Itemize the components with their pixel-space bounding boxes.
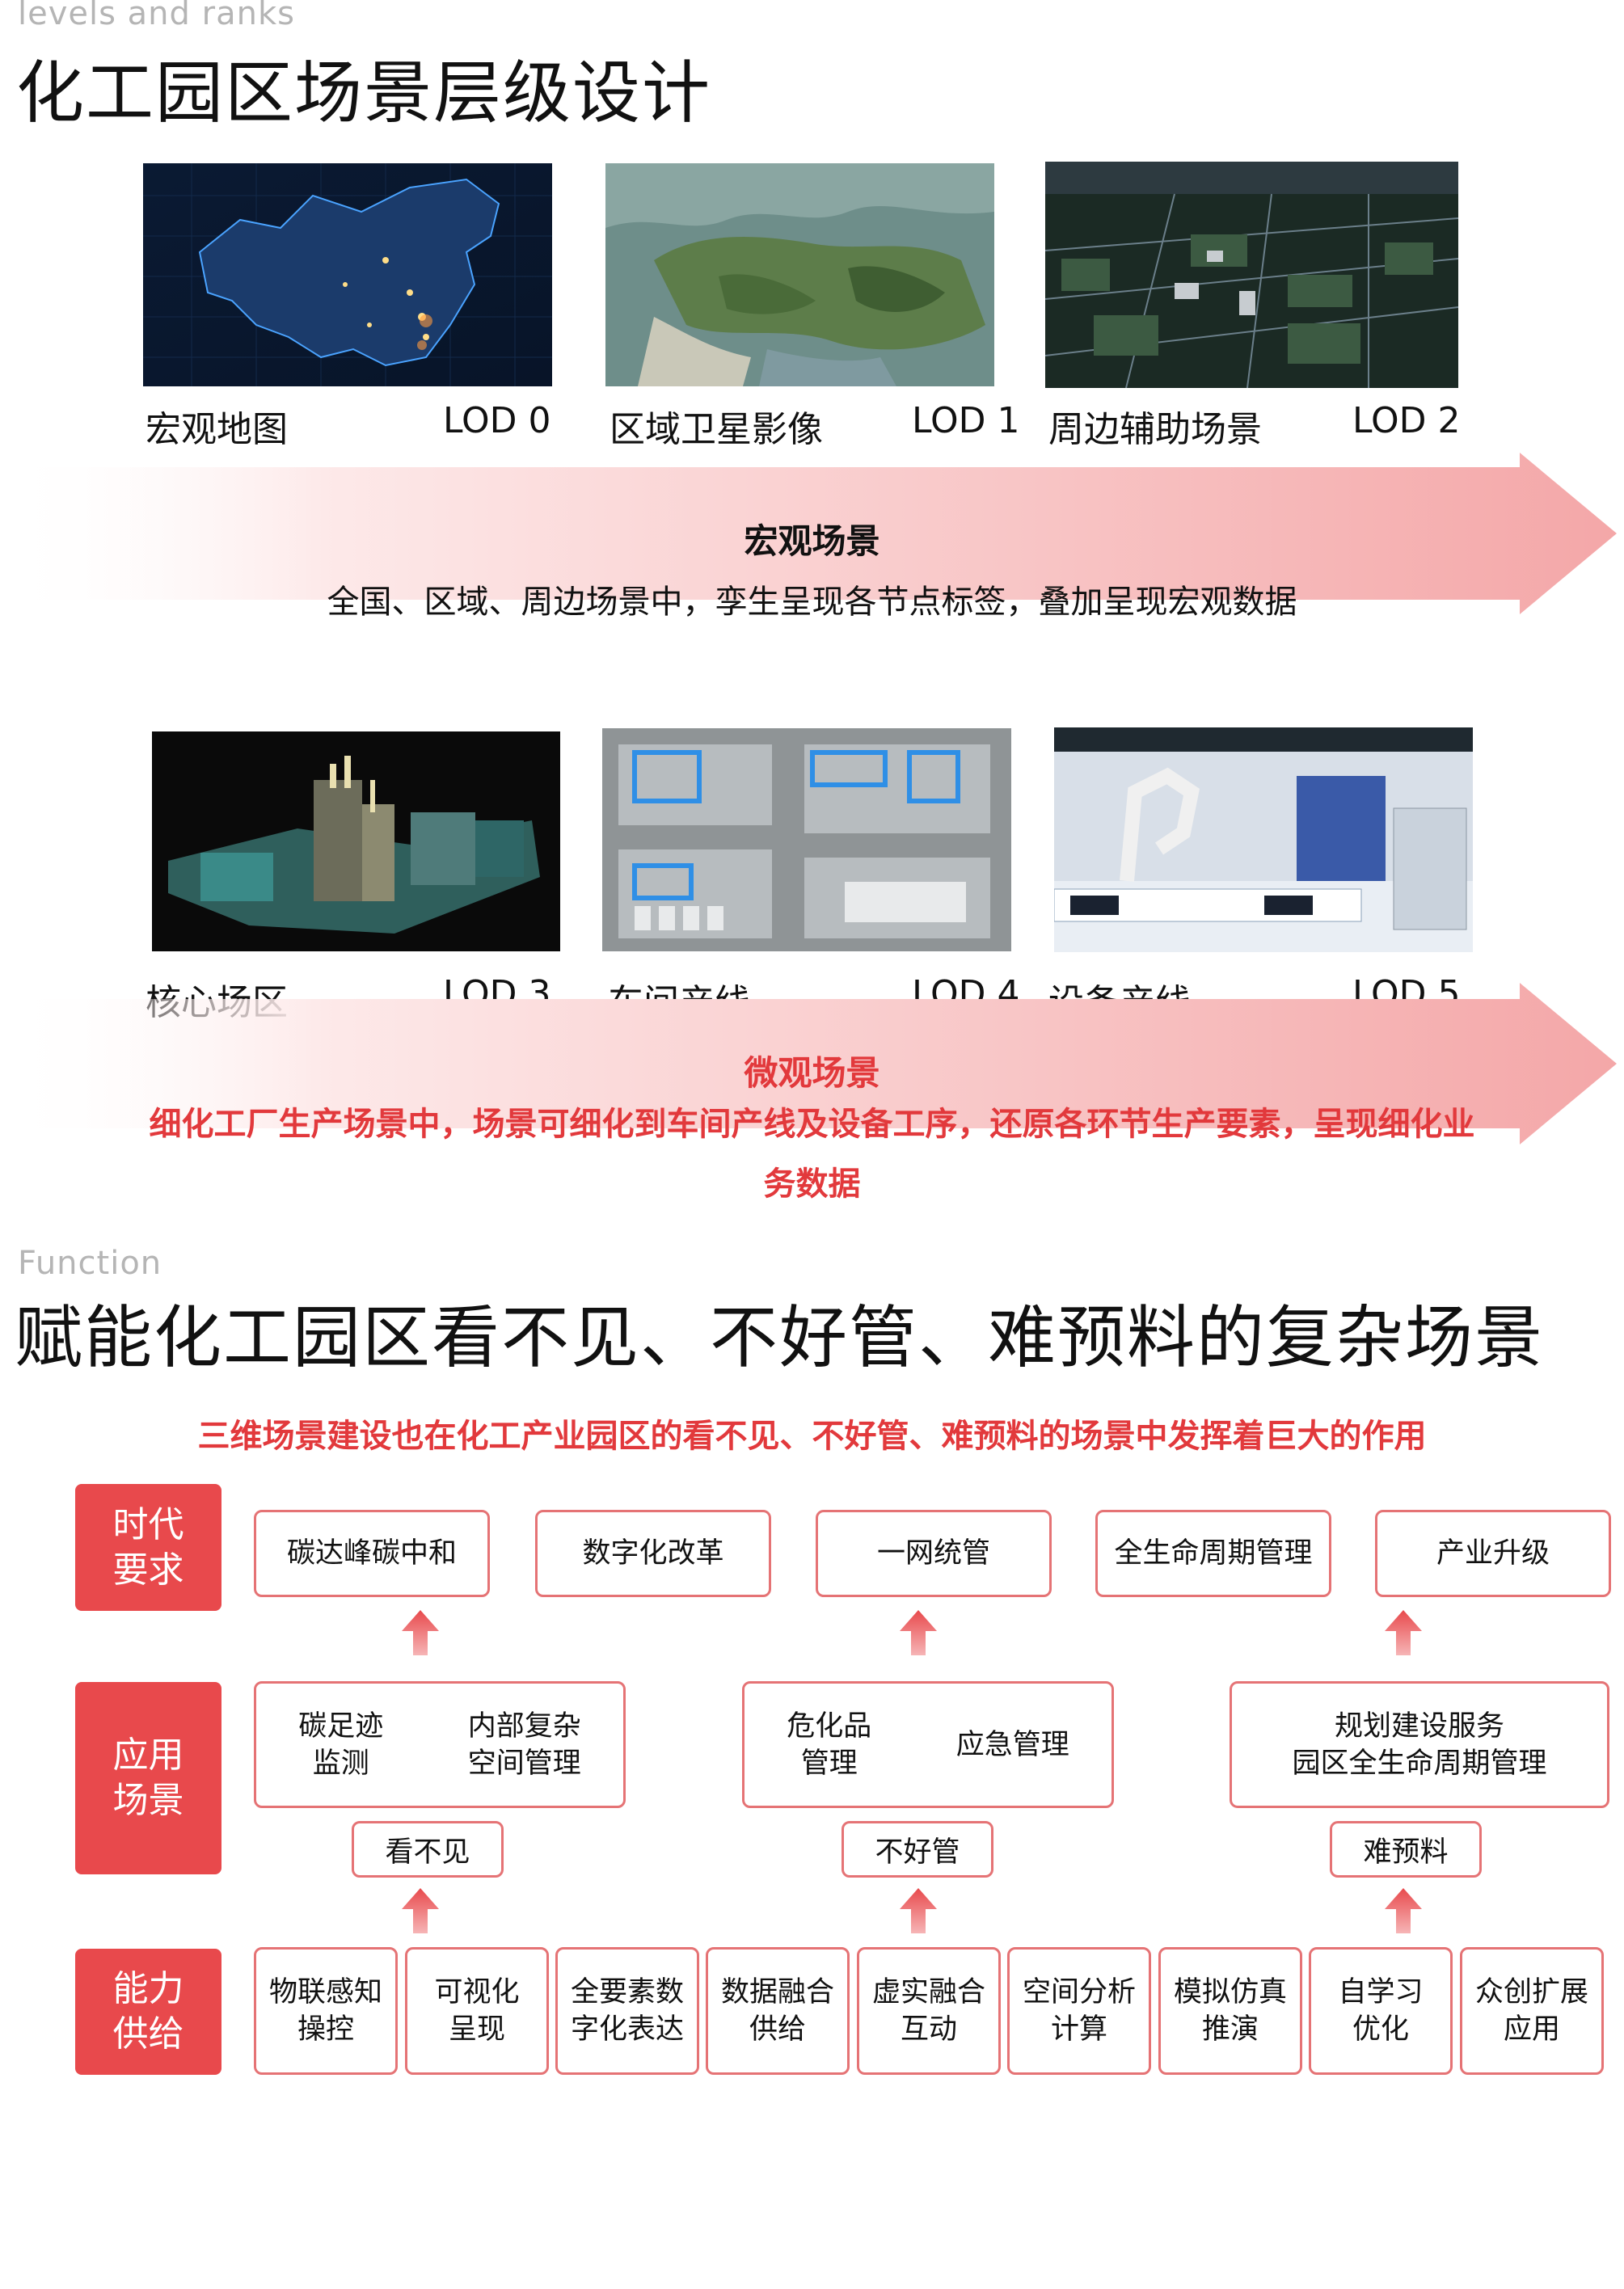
app-cell-hazardous: 危化品 管理 [787, 1709, 872, 1780]
equipment-line-image [1054, 727, 1473, 952]
satellite-image [605, 163, 994, 386]
app-cell-planning: 规划建设服务 园区全生命周期管理 [1292, 1709, 1547, 1780]
row-label-era: 时代 要求 [75, 1484, 221, 1611]
macro-caption-1: 区域卫星影像 [610, 409, 823, 450]
ability-iot: 物联感知 操控 [254, 1947, 398, 2075]
row-label-application: 应用 场景 [75, 1682, 221, 1874]
up-arrow-icon [900, 1610, 937, 1655]
ability-self-learning: 自学习 优化 [1309, 1947, 1453, 2075]
app-cell-emergency: 应急管理 [955, 1728, 1069, 1761]
section1-title: 化工园区场景层级设计 [16, 53, 712, 133]
ability-visualization: 可视化 呈现 [405, 1947, 549, 2075]
tag-hard-to-manage: 不好管 [842, 1821, 993, 1878]
up-arrow-icon [1385, 1610, 1422, 1655]
app-group-hard-to-manage: 危化品 管理 应急管理 [742, 1681, 1114, 1808]
macro-arrow-band [0, 453, 1617, 614]
up-arrow-icon [402, 1888, 439, 1933]
ability-full-element-digital: 全要素数 字化表达 [555, 1947, 699, 2075]
tag-unpredictable: 难预料 [1330, 1821, 1482, 1878]
ability-crowd-extension: 众创扩展 应用 [1460, 1947, 1604, 2075]
macro-lod-1: LOD 1 [912, 400, 1020, 441]
up-arrow-icon [402, 1610, 439, 1655]
surrounding-scene-image [1045, 162, 1458, 388]
era-item-lifecycle: 全生命周期管理 [1095, 1510, 1331, 1597]
macro-lod-2: LOD 2 [1352, 400, 1461, 441]
core-area-image [152, 731, 560, 951]
micro-band-title: 微观场景 [744, 1053, 880, 1093]
section2-lead: 三维场景建设也在化工产业园区的看不见、不好管、难预料的场景中发挥着巨大的作用 [197, 1418, 1427, 1455]
app-cell-carbon-footprint: 碳足迹 监测 [298, 1709, 384, 1780]
ability-data-fusion: 数据融合 供给 [706, 1947, 850, 2075]
era-item-digital-reform: 数字化改革 [535, 1510, 771, 1597]
era-item-carbon: 碳达峰碳中和 [254, 1510, 490, 1597]
era-item-industry-upgrade: 产业升级 [1375, 1510, 1611, 1597]
workshop-line-image [602, 728, 1011, 951]
macro-caption-2: 周边辅助场景 [1048, 409, 1262, 450]
tag-invisible: 看不见 [352, 1821, 504, 1878]
row-label-ability: 能力 供给 [75, 1949, 221, 2075]
micro-band-desc: 细化工厂生产场景中，场景可细化到车间产线及设备工序，还原各环节生产要素，呈现细化… [149, 1106, 1475, 1203]
section2-title: 赋能化工园区看不见、不好管、难预料的复杂场景 [15, 1298, 1545, 1377]
ability-spatial-analysis: 空间分析 计算 [1007, 1947, 1151, 2075]
macro-caption-0: 宏观地图 [146, 409, 288, 450]
macro-band-desc: 全国、区域、周边场景中，孪生呈现各节点标签，叠加呈现宏观数据 [327, 584, 1297, 621]
app-cell-internal-space: 内部复杂 空间管理 [467, 1709, 581, 1780]
macro-map-image [143, 163, 552, 386]
app-group-invisible: 碳足迹 监测 内部复杂 空间管理 [254, 1681, 626, 1808]
macro-band-title: 宏观场景 [744, 521, 880, 561]
ability-simulation: 模拟仿真 推演 [1158, 1947, 1302, 2075]
section2-eyebrow: Function [18, 1245, 162, 1282]
app-group-unpredictable: 规划建设服务 园区全生命周期管理 [1230, 1681, 1609, 1808]
macro-lod-0: LOD 0 [443, 400, 551, 441]
up-arrow-icon [1385, 1888, 1422, 1933]
era-item-unified-management: 一网统管 [816, 1510, 1052, 1597]
section1-eyebrow: levels and ranks [18, 0, 295, 32]
micro-arrow-band [0, 983, 1617, 1144]
up-arrow-icon [900, 1888, 937, 1933]
ability-virtual-real: 虚实融合 互动 [857, 1947, 1001, 2075]
